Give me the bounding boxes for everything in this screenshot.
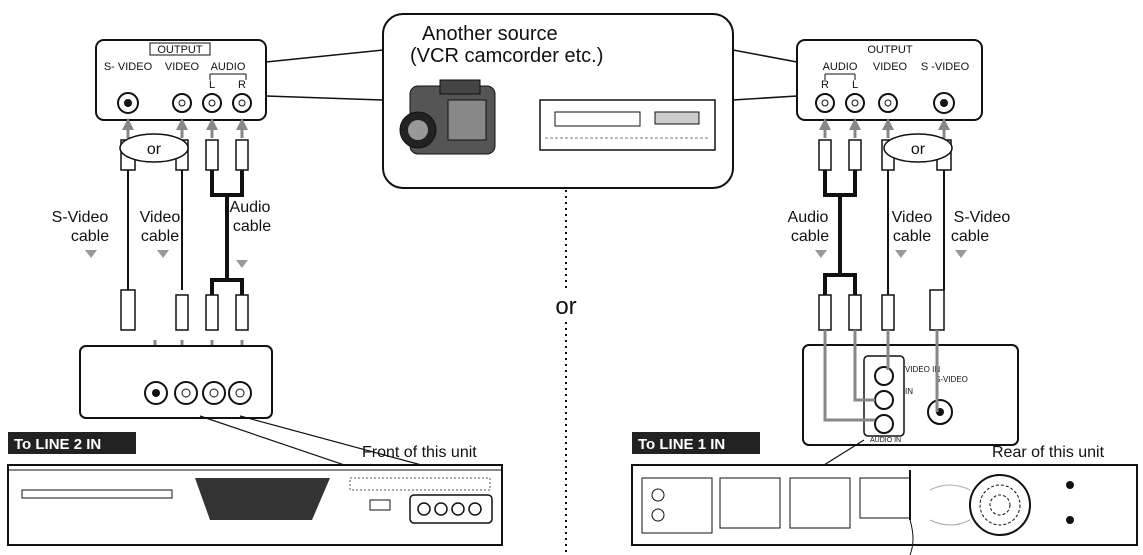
left-audio-label: AUDIO: [211, 61, 246, 73]
right-output-panel: OUTPUT AUDIO VIDEO S -VIDEO R L: [796, 39, 983, 121]
right-cable-labels: Audio cable Video cable S-Video cable: [788, 209, 1011, 258]
left-cable-labels: S-Video cable Video cable Audio cable: [52, 199, 271, 268]
svg-text:cable: cable: [951, 228, 989, 245]
left-output-panel: OUTPUT S- VIDEO VIDEO AUDIO L R: [95, 39, 267, 121]
right-audio-l-label: L: [852, 79, 858, 91]
svg-text:or: or: [147, 141, 162, 158]
svg-text:cable: cable: [71, 228, 109, 245]
vcr-icon: [539, 99, 716, 151]
svg-text:IN: IN: [905, 387, 913, 396]
left-video-label: VIDEO: [165, 61, 200, 73]
right-unit-rear: [631, 464, 1138, 555]
source-title-line1: Another source: [422, 23, 558, 45]
svg-text:Audio: Audio: [788, 209, 829, 226]
left-output-title: OUTPUT: [157, 44, 203, 56]
left-audio-r-label: R: [238, 79, 246, 91]
svg-text:To LINE 2 IN: To LINE 2 IN: [14, 436, 101, 453]
right-video-label: VIDEO: [873, 61, 908, 73]
svg-text:S-Video: S-Video: [52, 209, 109, 226]
source-device-box: Another source (VCR camcorder etc.): [382, 13, 734, 189]
right-unit-caption: Rear of this unit: [992, 444, 1105, 461]
svg-text:VIDEO IN: VIDEO IN: [905, 365, 940, 374]
svg-text:cable: cable: [141, 228, 179, 245]
right-rear-jack-panel: VIDEO IN S-VIDEO IN AUDIO IN: [802, 330, 1019, 446]
svg-text:S-Video: S-Video: [954, 209, 1011, 226]
right-output-title: OUTPUT: [867, 44, 913, 56]
svg-text:or: or: [911, 141, 926, 158]
svg-text:Video: Video: [140, 209, 181, 226]
right-audio-r-label: R: [821, 79, 829, 91]
svg-text:Video: Video: [892, 209, 933, 226]
right-or-bubble: or: [883, 133, 953, 163]
left-or-bubble: or: [119, 133, 189, 163]
svg-text:S-VIDEO: S-VIDEO: [935, 375, 968, 384]
svg-text:cable: cable: [893, 228, 931, 245]
left-audio-l-label: L: [209, 79, 215, 91]
svg-text:cable: cable: [233, 218, 271, 235]
left-unit-front: [7, 464, 503, 546]
left-unit-caption: Front of this unit: [362, 444, 477, 461]
separator-or: or: [555, 293, 576, 320]
left-front-jack-panel: [79, 345, 273, 419]
left-callout-lines: [265, 49, 384, 101]
right-audio-label: AUDIO: [823, 61, 858, 73]
svg-text:To LINE 1 IN: To LINE 1 IN: [638, 436, 725, 453]
svg-text:AUDIO IN: AUDIO IN: [870, 437, 901, 444]
right-callout-lines: [732, 49, 798, 101]
source-title-line2: (VCR camcorder etc.): [410, 45, 603, 67]
left-svideo-label: S- VIDEO: [104, 61, 153, 73]
svg-text:Audio: Audio: [230, 199, 271, 216]
svg-text:cable: cable: [791, 228, 829, 245]
camcorder-icon: [399, 79, 496, 155]
right-line-tag: To LINE 1 IN: [632, 432, 760, 454]
right-svideo-label: S -VIDEO: [921, 61, 970, 73]
left-line-tag: To LINE 2 IN: [8, 432, 136, 454]
